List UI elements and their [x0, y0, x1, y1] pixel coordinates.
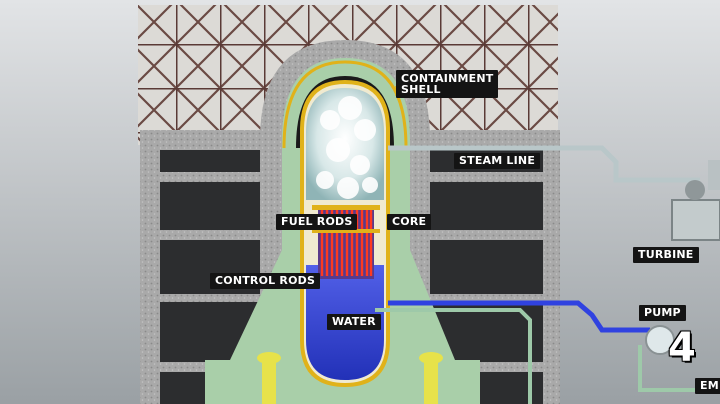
label-pump: PUMP	[639, 305, 686, 321]
label-turbine: TURBINE	[633, 247, 699, 263]
label-containment-shell: CONTAINMENT SHELL	[396, 70, 499, 98]
return-pipe	[375, 308, 720, 404]
label-control-rods: CONTROL RODS	[210, 273, 321, 289]
steam-pipe	[388, 145, 700, 183]
label-water: WATER	[327, 314, 381, 330]
label-em: EM	[695, 378, 720, 394]
water-pipe	[388, 300, 650, 333]
label-containment-line2: SHELL	[401, 83, 441, 96]
label-containment-line1: CONTAINMENT	[401, 72, 494, 85]
core-mid-plate	[312, 229, 380, 233]
label-fuel-rods: FUEL RODS	[276, 214, 358, 230]
pump-body	[645, 325, 675, 355]
label-core: CORE	[387, 214, 432, 230]
containment-shell-outline	[282, 60, 408, 149]
control-rod-drives	[257, 352, 443, 404]
turbine-machine	[671, 160, 720, 241]
label-steam-line: STEAM LINE	[454, 153, 541, 169]
core-top-plate	[312, 205, 380, 210]
overlay-number: 4	[668, 325, 696, 371]
steam-puffs	[316, 96, 378, 199]
